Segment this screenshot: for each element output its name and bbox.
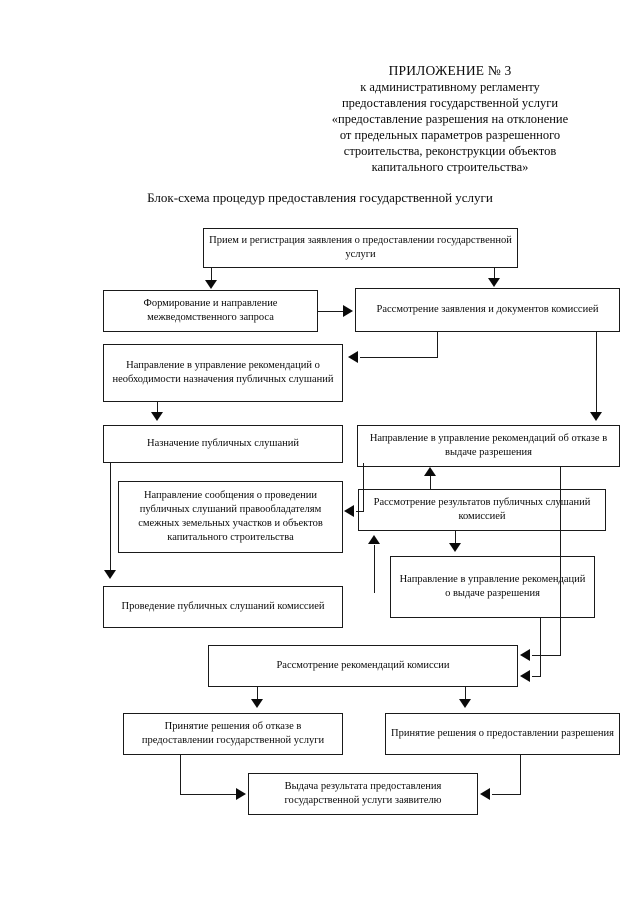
- edge-review-to-refusal-v: [596, 332, 597, 414]
- edge-request-to-review-arrow: [343, 305, 353, 317]
- edge-refusal-to-result-arrow: [236, 788, 246, 800]
- flow-node-recommend-refusal: Направление в управление рекомендаций об…: [357, 425, 620, 467]
- flow-node-issue-result: Выдача результата предоставления государ…: [248, 773, 478, 815]
- edge-schedule-to-notify-h: [356, 511, 364, 512]
- edge-results-to-issue-v: [455, 531, 456, 544]
- edge-grant-to-result-v: [520, 755, 521, 794]
- edge-schedule-to-notify-v: [363, 463, 364, 511]
- edge-review-to-recommend-h: [360, 357, 438, 358]
- flow-node-commission-review: Рассмотрение заявления и документов коми…: [355, 288, 620, 332]
- edge-refusal-to-result-h: [180, 794, 236, 795]
- header-line-6: строительства, реконструкции объектов: [343, 144, 557, 159]
- header-line-1: ПРИЛОЖЕНИЕ № 3: [388, 63, 512, 78]
- edge-conduct-to-results-v: [374, 545, 375, 593]
- edge-refusal-to-result-v: [180, 755, 181, 794]
- edge-intake-to-review-v: [494, 268, 495, 280]
- flow-node-schedule-hearings: Назначение публичных слушаний: [103, 425, 343, 463]
- diagram-subtitle: Блок-схема процедур предоставления госуд…: [147, 190, 493, 205]
- flow-node-review-hearing-results: Рассмотрение результатов публичных слуша…: [358, 489, 606, 531]
- flow-node-recommend-issue: Направление в управление рекомендаций о …: [390, 556, 595, 618]
- header-line-4: «предоставление разрешения на отклонение: [331, 112, 569, 127]
- edge-request-to-review-h: [318, 311, 343, 312]
- edge-recommend-to-schedule-v: [157, 402, 158, 414]
- flow-node-recommend-hearings: Направление в управление рекомендаций о …: [103, 344, 343, 402]
- edge-refusal-to-recommendations-v: [560, 467, 561, 655]
- flow-node-decision-refusal: Принятие решения об отказе в предоставле…: [123, 713, 343, 755]
- edge-refusal-to-recommendations-arrow: [520, 649, 530, 661]
- edge-recommendations-to-refusal-v: [257, 687, 258, 700]
- edge-conduct-to-results-arrow: [368, 535, 380, 544]
- document-header: ПРИЛОЖЕНИЕ № 3 к административному регла…: [300, 62, 600, 175]
- header-line-3: предоставления государственной услуги: [341, 96, 559, 111]
- header-line-5: от предельных параметров разрешенного: [339, 128, 561, 143]
- edge-issue-to-recommendations-h: [532, 676, 541, 677]
- flow-node-decision-grant: Принятие решения о предоставлении разреш…: [385, 713, 620, 755]
- edge-review-to-recommend-arrow: [348, 351, 358, 363]
- edge-recommend-to-schedule-arrow: [151, 412, 163, 421]
- flow-node-intake: Прием и регистрация заявления о предоста…: [203, 228, 518, 268]
- edge-recommendations-to-refusal-arrow: [251, 699, 263, 708]
- flow-node-review-recommendations: Рассмотрение рекомендаций комиссии: [208, 645, 518, 687]
- header-line-7: капитального строительства»: [371, 160, 529, 175]
- edge-intake-to-review-arrow: [488, 278, 500, 287]
- edge-refusal-to-recommendations-h: [532, 655, 561, 656]
- edge-schedule-to-notify-arrow: [344, 505, 354, 517]
- edge-grant-to-result-arrow: [480, 788, 490, 800]
- flow-node-conduct-hearings: Проведение публичных слушаний комиссией: [103, 586, 343, 628]
- edge-intake-to-request-v: [211, 268, 212, 282]
- header-line-2: к административному регламенту: [360, 80, 540, 95]
- edge-recommendations-to-grant-v: [465, 687, 466, 700]
- flow-node-notify-owners: Направление сообщения о проведении публи…: [118, 481, 343, 553]
- edge-recommendations-to-grant-arrow: [459, 699, 471, 708]
- edge-issue-to-recommendations-arrow: [520, 670, 530, 682]
- edge-intake-to-request-arrow: [205, 280, 217, 289]
- edge-results-to-issue-arrow: [449, 543, 461, 552]
- flow-node-interagency-request: Формирование и направление межведомствен…: [103, 290, 318, 332]
- edge-issue-to-recommendations-v: [540, 618, 541, 676]
- edge-schedule-to-conduct-v: [110, 463, 111, 571]
- edge-review-to-refusal-arrow: [590, 412, 602, 421]
- edge-review-to-recommend-v: [437, 332, 438, 357]
- edge-results-to-refusal-v: [430, 476, 431, 489]
- edge-schedule-to-conduct-arrow: [104, 570, 116, 579]
- edge-results-to-refusal-arrow: [424, 467, 436, 476]
- edge-grant-to-result-h: [492, 794, 521, 795]
